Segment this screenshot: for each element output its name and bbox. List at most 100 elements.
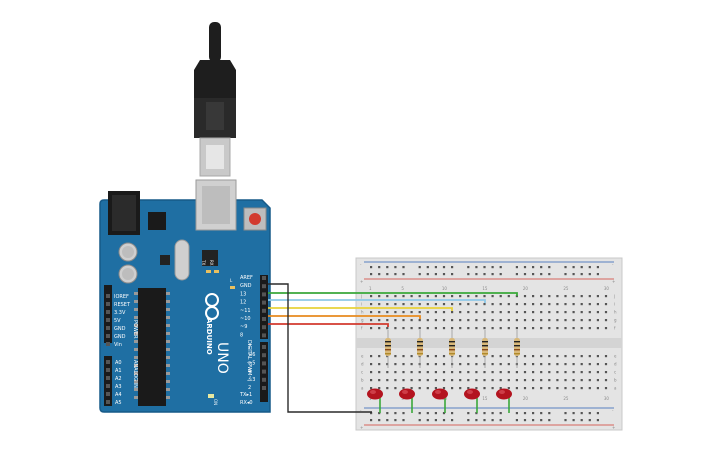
breadboard-hole (499, 355, 502, 358)
rail-hole (394, 419, 397, 422)
rail-minus-top-right: - (612, 262, 614, 267)
digital-pin-label: ~3 (248, 377, 255, 383)
rail-hole (442, 266, 446, 269)
rail-hole (515, 412, 518, 415)
rail-hole (426, 412, 429, 415)
breadboard-hole (588, 303, 591, 306)
breadboard-hole (394, 303, 397, 306)
breadboard-hole (483, 363, 486, 366)
breadboard-hole (475, 355, 478, 358)
row-letter: i (614, 302, 615, 307)
resistor-band (514, 341, 520, 343)
wire-pin-9 (268, 323, 389, 327)
breadboard-hole (426, 379, 429, 382)
rail-plus-bottom: + (360, 425, 363, 430)
breadboard-hole (426, 311, 429, 314)
resistor-band (514, 345, 520, 347)
header-pin (262, 292, 266, 297)
header-pin (262, 353, 266, 358)
breadboard-hole (499, 295, 502, 298)
column-number: 1 (369, 286, 372, 291)
breadboard-hole (442, 295, 446, 298)
breadboard-hole (394, 319, 397, 322)
breadboard-hole (556, 295, 559, 298)
row-letter: f (614, 326, 616, 331)
breadboard-hole (540, 371, 543, 374)
rail-hole (596, 266, 599, 269)
breadboard-hole (507, 371, 510, 374)
breadboard-hole (491, 319, 494, 322)
breadboard-hole (410, 387, 413, 390)
column-number: 5 (401, 286, 404, 291)
rail-hole (572, 266, 575, 269)
rail-hole (483, 412, 486, 415)
rail-hole (540, 273, 543, 276)
digital-pin-label: 13 (240, 291, 246, 297)
rail-hole (434, 419, 437, 422)
breadboard-hole (499, 387, 502, 390)
header-pin (262, 345, 266, 349)
row-letter: d (614, 362, 617, 367)
breadboard-hole (523, 311, 527, 314)
breadboard-hole (459, 327, 462, 330)
row-letter: a (614, 386, 617, 391)
breadboard-hole (572, 355, 575, 358)
led-highlight (435, 390, 441, 394)
column-number: 25 (563, 286, 569, 291)
breadboard-hole (523, 387, 527, 390)
breadboard-hole (515, 311, 518, 314)
power-label: POWER (132, 320, 138, 339)
breadboard-hole (418, 327, 421, 330)
resistor-band (482, 341, 488, 343)
breadboard-hole (394, 379, 397, 382)
row-letter: d (361, 362, 364, 367)
breadboard-hole (426, 295, 429, 298)
breadboard-hole (548, 295, 551, 298)
breadboard-hole (451, 387, 454, 390)
rail-hole (451, 419, 454, 422)
rail-hole (515, 273, 518, 276)
rail-hole (540, 419, 543, 422)
rail-hole (515, 266, 518, 269)
rail-hole (370, 266, 373, 269)
breadboard-hole (523, 363, 527, 366)
breadboard-hole (467, 355, 470, 358)
digital-pin-label: GND (240, 283, 252, 289)
breadboard-hole (378, 379, 381, 382)
breadboard-hole (418, 311, 421, 314)
header-pin (262, 386, 266, 390)
breadboard-hole (588, 387, 591, 390)
rail-hole (418, 419, 421, 422)
breadboard-hole (523, 295, 527, 298)
breadboard-hole (434, 379, 437, 382)
breadboard-hole (426, 387, 429, 390)
rail-hole (418, 266, 421, 269)
breadboard-hole (532, 363, 535, 366)
breadboard-hole (540, 303, 543, 306)
breadboard-hole (483, 379, 486, 382)
rail-hole (540, 412, 543, 415)
breadboard-hole (483, 327, 486, 330)
breadboard-hole (418, 319, 421, 322)
analog-pin-label: A0 (115, 360, 122, 366)
header-pin (262, 300, 266, 305)
breadboard-hole (386, 311, 389, 314)
breadboard-hole (540, 363, 543, 366)
breadboard-hole (491, 355, 494, 358)
breadboard-hole (434, 295, 437, 298)
breadboard-hole (548, 371, 551, 374)
on-label: ON (213, 399, 218, 405)
rail-hole (475, 419, 478, 422)
led (367, 388, 383, 400)
power-pin-label: Vin (114, 342, 122, 348)
header-pin (106, 342, 110, 346)
breadboard-hole (523, 355, 527, 358)
breadboard-hole (418, 387, 421, 390)
breadboard-hole (386, 303, 389, 306)
breadboard-hole (467, 363, 470, 366)
rail-hole (394, 266, 397, 269)
rail-hole (378, 273, 381, 276)
power-pin-label: IOREF (114, 294, 129, 300)
rail-hole (580, 273, 583, 276)
resistor-band (385, 353, 391, 355)
